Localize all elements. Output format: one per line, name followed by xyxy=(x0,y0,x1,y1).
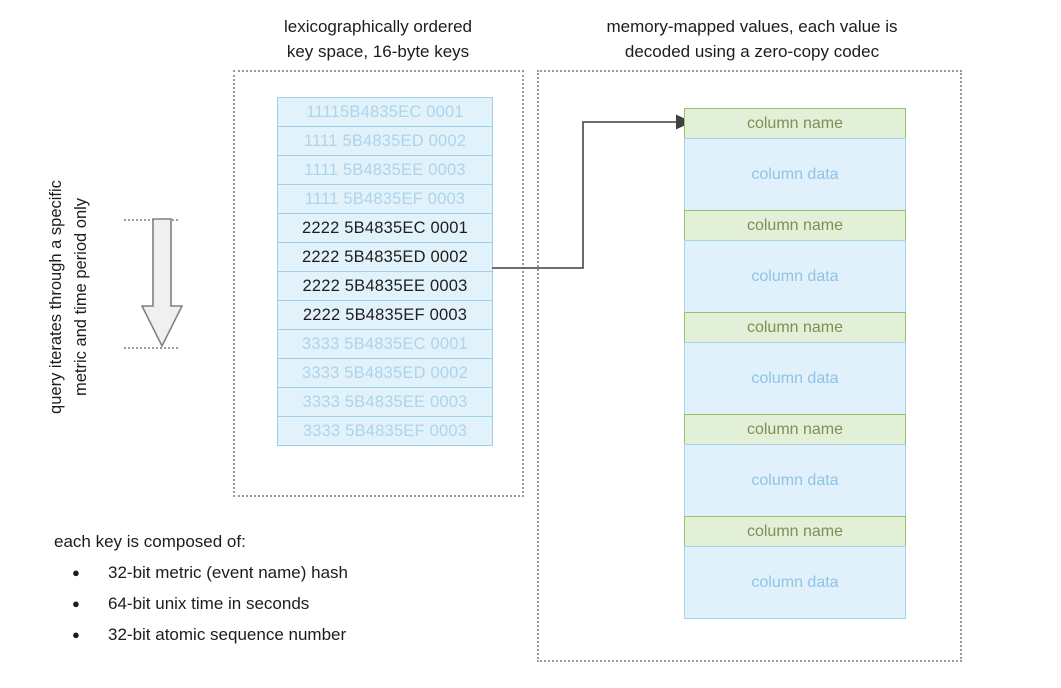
key-row: 11115B4835EC 0001 xyxy=(277,97,493,127)
key-row: 2222 5B4835EE 0003 xyxy=(277,271,493,301)
values-group-container xyxy=(537,70,962,662)
key-row: 3333 5B4835EC 0001 xyxy=(277,329,493,359)
column-name-block: column name xyxy=(684,312,906,343)
column-data-block: column data xyxy=(684,240,906,313)
key-row: 2222 5B4835EF 0003 xyxy=(277,300,493,330)
column-name-block: column name xyxy=(684,414,906,445)
key-composition-notes: each key is composed of: 32-bit metric (… xyxy=(54,529,514,650)
iteration-down-arrow-icon xyxy=(141,218,183,348)
column-data-block: column data xyxy=(684,342,906,415)
key-row: 2222 5B4835ED 0002 xyxy=(277,242,493,272)
key-row: 1111 5B4835EE 0003 xyxy=(277,155,493,185)
values-caption: memory-mapped values, each value is deco… xyxy=(606,17,898,61)
key-row: 3333 5B4835ED 0002 xyxy=(277,358,493,388)
column-data-block: column data xyxy=(684,138,906,211)
key-row: 1111 5B4835EF 0003 xyxy=(277,184,493,214)
keyspace-caption: lexicographically ordered key space, 16-… xyxy=(283,17,473,61)
column-data-block: column data xyxy=(684,546,906,619)
key-to-value-connector-arrow xyxy=(480,100,710,290)
notes-title: each key is composed of: xyxy=(54,532,246,551)
iteration-range-start-leader xyxy=(124,219,178,221)
column-name-block: column name xyxy=(684,516,906,547)
key-row: 2222 5B4835EC 0001 xyxy=(277,213,493,243)
iteration-range-end-leader xyxy=(124,347,178,349)
column-data-block: column data xyxy=(684,444,906,517)
note-item: 32-bit metric (event name) hash xyxy=(54,557,514,588)
note-item: 64-bit unix time in seconds xyxy=(54,588,514,619)
note-item: 32-bit atomic sequence number xyxy=(54,619,514,650)
key-row: 3333 5B4835EE 0003 xyxy=(277,387,493,417)
query-iteration-label: query iterates through a specific metric… xyxy=(47,180,90,414)
keyspace-group-container xyxy=(233,70,524,497)
column-name-block: column name xyxy=(684,210,906,241)
column-name-block: column name xyxy=(684,108,906,139)
key-row: 3333 5B4835EF 0003 xyxy=(277,416,493,446)
notes-list: 32-bit metric (event name) hash64-bit un… xyxy=(54,557,514,650)
key-row: 1111 5B4835ED 0002 xyxy=(277,126,493,156)
